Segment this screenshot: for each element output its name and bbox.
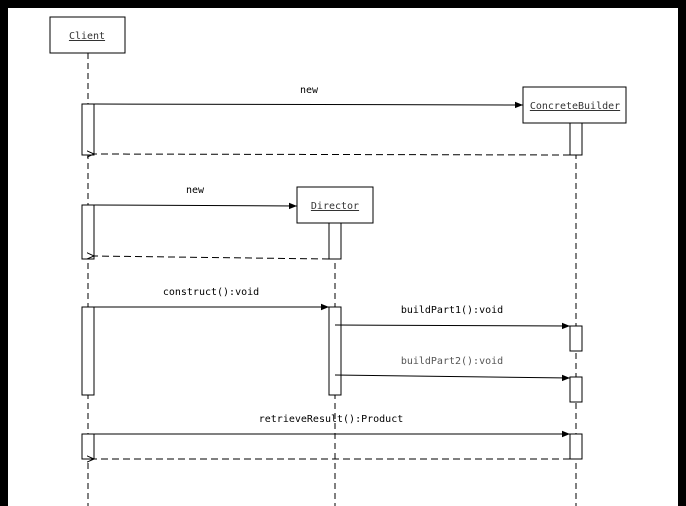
director-label: Director [311, 201, 359, 212]
message-build-part1: buildPart1():void [334, 305, 571, 330]
message-construct-label: construct():void [163, 287, 259, 298]
message-retrieve-result: retrieveResult():Product [94, 414, 570, 438]
message-build-part1-label: buildPart1():void [401, 305, 503, 316]
message-construct: construct():void [94, 287, 329, 311]
client-activation-3 [81, 306, 95, 396]
builder-activation-1 [569, 122, 583, 156]
message-retrieve-result-label: retrieveResult():Product [259, 414, 404, 425]
director-activation-2 [328, 306, 342, 396]
message-new-director-label: new [186, 185, 205, 196]
participant-director[interactable]: Director [296, 186, 374, 224]
diagram-background [8, 8, 678, 506]
message-new-builder: new [93, 85, 524, 109]
client-activation-1 [81, 103, 95, 156]
return-from-director [94, 256, 330, 259]
builder-activation-2 [569, 325, 583, 352]
director-activation-1 [328, 222, 342, 260]
participant-client[interactable]: Client [49, 16, 126, 54]
client-activation-4 [81, 433, 95, 460]
concrete-builder-label: ConcreteBuilder [530, 101, 620, 112]
return-from-builder [94, 154, 571, 155]
client-activation-2 [81, 204, 95, 260]
builder-activation-3 [569, 376, 583, 403]
message-new-builder-label: new [300, 85, 319, 96]
client-label: Client [69, 31, 105, 42]
message-new-director: new [93, 185, 298, 210]
message-build-part2-label: buildPart2():void [401, 356, 503, 367]
message-build-part2: buildPart2():void [334, 356, 571, 382]
participant-concrete-builder[interactable]: ConcreteBuilder [522, 86, 627, 124]
builder-activation-4 [569, 433, 583, 460]
